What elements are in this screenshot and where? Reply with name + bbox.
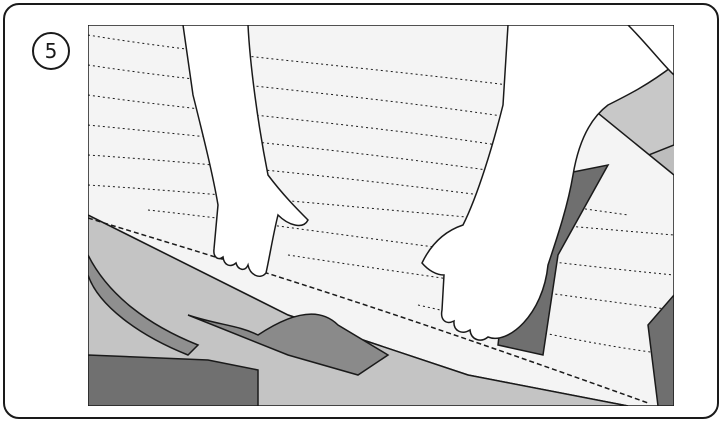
step-number-badge: 5: [32, 32, 70, 70]
instruction-panel: 5: [3, 3, 719, 419]
seat-cover-illustration: [88, 25, 674, 406]
illustration-svg: [88, 25, 674, 406]
step-number: 5: [45, 41, 58, 61]
